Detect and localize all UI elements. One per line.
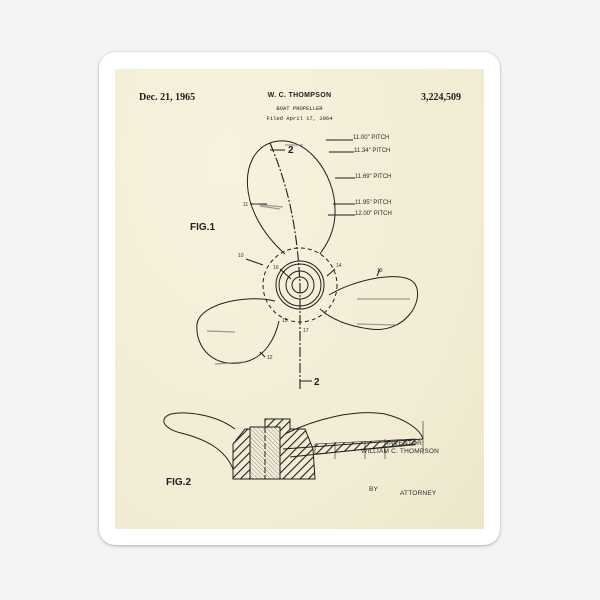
svg-text:12: 12 xyxy=(267,355,273,361)
attorney-label: ATTORNEY xyxy=(400,490,437,497)
svg-text:17: 17 xyxy=(303,328,309,334)
by-label: BY xyxy=(369,486,379,493)
svg-text:11: 11 xyxy=(243,202,248,208)
patent-sheet: Dec. 21, 1965 W. C. THOMPSON BOAT PROPEL… xyxy=(115,69,484,529)
pitch-label-5: 12.00" PITCH xyxy=(355,211,392,217)
filed-date: Filed April 17, 1964 xyxy=(266,115,333,122)
pitch-label-4: 11.95" PITCH xyxy=(355,200,392,206)
inventor-name: WILLIAM C. THOMPSON xyxy=(361,448,440,455)
patent-title: BOAT PROPELLER xyxy=(276,105,323,112)
propeller-drawing: 2 2 10 11 12 13 14 15 16 17 xyxy=(163,139,424,480)
figure-2-label: FIG.2 xyxy=(166,477,192,488)
blade-right xyxy=(319,276,419,330)
pitch-label-2: 11.34" PITCH xyxy=(354,148,391,154)
section-marker-top: 2 xyxy=(288,145,294,156)
pitch-label-3: 11.69" PITCH xyxy=(355,174,392,180)
pitch-label-1: 11.00" PITCH xyxy=(353,135,390,141)
patent-date: Dec. 21, 1965 xyxy=(139,92,196,103)
svg-text:10: 10 xyxy=(238,253,244,259)
patent-number: 3,224,509 xyxy=(421,92,461,103)
blade-upper xyxy=(246,140,336,255)
svg-text:13: 13 xyxy=(377,268,383,274)
svg-text:16: 16 xyxy=(273,265,279,271)
section-marker-bottom: 2 xyxy=(314,377,320,388)
figure-1-label: FIG.1 xyxy=(190,222,216,233)
blade-left xyxy=(196,298,280,364)
svg-text:14: 14 xyxy=(336,263,342,269)
inventor-header: W. C. THOMPSON xyxy=(267,92,332,99)
svg-text:15: 15 xyxy=(282,318,288,324)
